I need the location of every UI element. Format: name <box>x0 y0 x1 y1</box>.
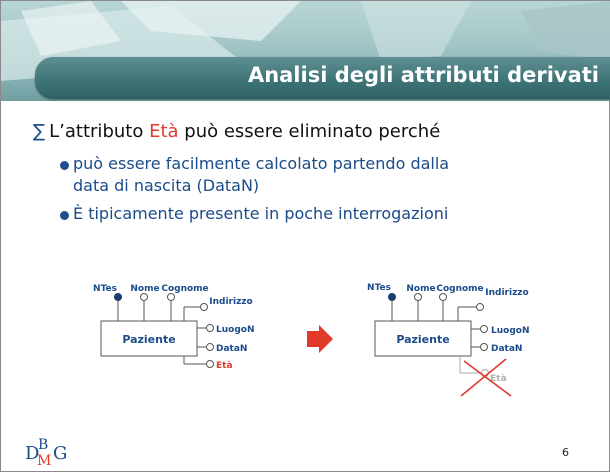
svg-text:D: D <box>25 443 39 464</box>
er-diagram-left: Paziente NTes Nome Cognome Indirizzo Luo… <box>93 284 254 371</box>
sub-bullet-2: È tipicamente presente in poche interrog… <box>73 203 448 225</box>
attr-ntes-right: NTes <box>367 283 391 293</box>
title-bar: Analisi degli attributi derivati <box>35 57 610 99</box>
main-bullet: ∑L’attributo Età può essere eliminato pe… <box>33 121 440 142</box>
attribute-circle-icon <box>206 324 214 332</box>
attr-nome-right: Nome <box>406 284 435 294</box>
sub-bullet-1-line1: può essere facilmente calcolato partendo… <box>73 154 450 173</box>
main-bullet-prefix: L’attributo <box>49 121 150 142</box>
attr-cognome-left: Cognome <box>161 284 208 294</box>
attr-indirizzo-right: Indirizzo <box>485 288 528 298</box>
identifier-dot-icon <box>114 293 122 301</box>
attribute-circle-icon <box>414 293 422 301</box>
attr-eta-right: Età <box>490 374 507 384</box>
page-title: Analisi degli attributi derivati <box>247 63 599 87</box>
attr-ntes-left: NTes <box>93 284 117 294</box>
entity-box-right <box>374 320 472 357</box>
er-diagram-right: Paziente NTes Nome Cognome Indirizzo Luo… <box>367 283 529 397</box>
sum-bullet-icon: ∑ <box>33 121 46 142</box>
attribute-circle-icon <box>140 293 148 301</box>
dbg-logo: D B M G <box>23 433 93 469</box>
entity-label-left: Paziente <box>122 333 175 346</box>
attribute-circle-icon <box>439 293 447 301</box>
entity-box-left <box>100 320 198 357</box>
attribute-circle-icon <box>206 360 214 368</box>
attribute-circle-icon <box>480 325 488 333</box>
svg-text:M: M <box>37 453 51 467</box>
sub-bullet-dot-icon <box>60 161 69 170</box>
sub-bullet-1-line2: data di nascita (DataN) <box>73 176 260 195</box>
main-bullet-suffix: può essere eliminato perché <box>178 121 441 142</box>
sub-bullet-dot-icon <box>60 211 69 220</box>
delete-cross-icon <box>460 358 512 397</box>
main-bullet-highlight: Età <box>149 121 179 142</box>
identifier-dot-icon <box>388 293 396 301</box>
entity-label-right: Paziente <box>396 333 449 346</box>
attribute-circle-icon <box>167 293 175 301</box>
attr-indirizzo-left: Indirizzo <box>209 297 252 307</box>
page-number: 6 <box>562 446 569 459</box>
attribute-circle-icon <box>480 343 488 351</box>
attr-datan-left: DataN <box>216 344 247 354</box>
attribute-circle-icon <box>200 303 208 311</box>
svg-text:G: G <box>53 443 67 464</box>
sub-bullet-2-line1: È tipicamente presente in poche interrog… <box>73 204 449 223</box>
attr-nome-left: Nome <box>130 284 159 294</box>
attr-datan-right: DataN <box>491 344 522 354</box>
dbg-logo-art: D B M G <box>25 437 67 469</box>
attr-eta-left: Età <box>216 361 233 371</box>
sub-bullet-1: può essere facilmente calcolato partendo… <box>73 153 449 197</box>
attribute-circle-icon <box>206 343 214 351</box>
attribute-circle-icon <box>476 303 484 311</box>
attr-luogon-left: LuogoN <box>216 325 254 335</box>
attr-cognome-right: Cognome <box>436 284 483 294</box>
attr-luogon-right: LuogoN <box>491 326 529 336</box>
svg-text:B: B <box>38 437 48 453</box>
arrow-right-icon <box>307 325 333 353</box>
